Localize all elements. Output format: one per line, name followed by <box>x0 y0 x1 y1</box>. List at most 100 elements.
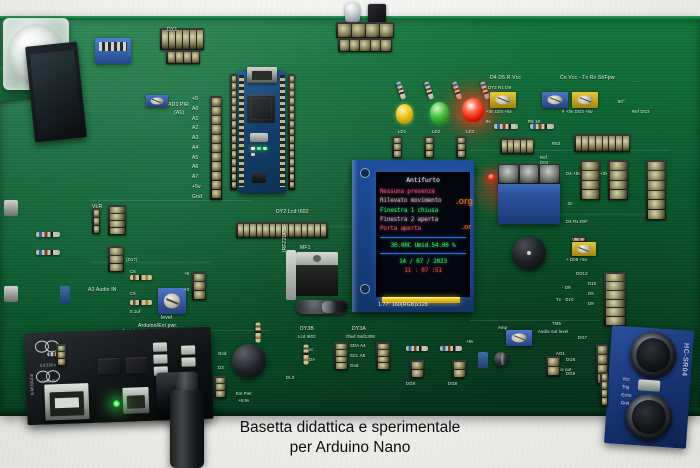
sr04-crystal <box>637 379 661 392</box>
photo-caption: Basetta didattica e sperimentale per Ard… <box>0 418 700 458</box>
nano-socket-right[interactable] <box>288 74 295 190</box>
resistor <box>130 275 152 280</box>
trimpot-level[interactable] <box>158 288 186 314</box>
header-left-pwr[interactable] <box>192 272 206 300</box>
header-top-left[interactable] <box>160 28 204 50</box>
trimpot-blue-1[interactable] <box>542 92 568 108</box>
ir-led <box>345 2 360 22</box>
pcb-trace <box>560 214 660 215</box>
jack-left-2[interactable] <box>4 286 18 302</box>
header-dg8[interactable] <box>452 360 466 378</box>
ultrasonic-transmitter <box>628 330 678 380</box>
lcd-mount-hole <box>360 284 370 294</box>
regulator-chip-1 <box>97 357 120 375</box>
lcd-module: Antifurto Nessuna presenza Rilevato movi… <box>352 160 474 312</box>
sr04-connector[interactable] <box>600 372 608 406</box>
diode-black <box>296 300 348 314</box>
relay-module <box>498 178 560 224</box>
header-right-mini[interactable] <box>572 236 586 242</box>
header-bottom-left[interactable] <box>56 344 66 366</box>
nano-pin-rail-left[interactable] <box>239 75 244 187</box>
jack-left-1[interactable] <box>4 200 18 216</box>
analog-pin-labels: +5 A0 A1 A2 A3 A4 A5 A6 A7 +5v Gnd <box>192 96 203 200</box>
trimpot-yellow-1[interactable] <box>490 92 516 108</box>
lcd-module-label: 1.77" 160(RGB)x128 <box>378 302 428 308</box>
jumper-4[interactable] <box>180 345 196 355</box>
blue-module-top <box>95 38 131 64</box>
resistor <box>36 250 60 255</box>
header-ir-2[interactable] <box>338 38 392 52</box>
header-led-1[interactable] <box>392 136 402 158</box>
lcd-backlight-strip <box>382 297 460 303</box>
header-dg9[interactable] <box>410 360 424 378</box>
header-bottom-left-2[interactable] <box>214 376 226 398</box>
led-yellow <box>396 104 413 124</box>
trimpot-audio-level[interactable] <box>506 330 532 346</box>
lcd-row-window2: Finestra 2 aperta <box>380 215 439 223</box>
trimpot-yellow-3[interactable] <box>572 242 596 256</box>
lcd-divider <box>380 252 466 254</box>
header-dy3a[interactable] <box>376 342 390 370</box>
relay-screw-terminal[interactable] <box>498 164 560 184</box>
pwr-pad-ring <box>45 370 61 383</box>
lcd-temp-humidity: 30.00C Umid.54.00 % <box>390 241 456 249</box>
lcd-date: 14 / 07 / 2023 <box>399 257 447 265</box>
sr04-pin-vcc: Vcc <box>622 376 631 382</box>
resistor <box>36 232 60 237</box>
jumper-2[interactable] <box>153 354 168 364</box>
lcd-row-window1: Finestra 1 chiusa <box>380 206 439 214</box>
header-right-upper-2[interactable] <box>608 160 628 200</box>
header-top-right-2[interactable] <box>500 138 534 154</box>
header-top-right[interactable] <box>574 134 630 152</box>
resistor <box>255 322 261 343</box>
lcd-row-movement: Rilevato movimento <box>380 197 442 205</box>
electrolytic-capacitor <box>494 352 508 366</box>
nano-pin-rail-right[interactable] <box>280 75 285 187</box>
caption-line-2: per Arduino Nano <box>289 438 411 456</box>
analog-pin-header[interactable] <box>210 96 222 200</box>
header-led-3[interactable] <box>456 136 466 158</box>
crystal-oscillator <box>250 133 268 142</box>
jumper-1[interactable] <box>152 342 168 352</box>
pcb-trace <box>470 320 600 321</box>
header-tiny[interactable] <box>92 208 100 234</box>
ir-receiver <box>368 4 386 24</box>
nano-socket-left[interactable] <box>230 74 237 190</box>
jumper-5[interactable] <box>181 357 196 367</box>
header-ir[interactable] <box>336 22 394 38</box>
resistor <box>406 346 428 351</box>
capacitor-blue <box>60 286 70 304</box>
led-green <box>430 102 449 124</box>
watermark-text: .or <box>462 224 471 231</box>
resistor <box>494 124 518 129</box>
pcb-trace <box>470 150 670 151</box>
header-dy2[interactable] <box>236 222 328 238</box>
usb-a-port[interactable] <box>44 383 90 421</box>
trimpot-yellow-2[interactable] <box>572 92 598 108</box>
pcb-bottom-edge <box>0 408 700 416</box>
micro-usb-port[interactable] <box>122 386 150 414</box>
header-left-mid[interactable] <box>108 205 126 235</box>
trimpot-left-top[interactable] <box>146 95 168 107</box>
header-right-upper-3[interactable] <box>646 160 666 220</box>
electrolytic-capacitor-large <box>232 344 266 378</box>
nano-reset-button[interactable] <box>252 173 266 183</box>
lcd-row-presence: Nessuna presenza <box>380 188 435 196</box>
header-dy3b[interactable] <box>334 342 348 370</box>
header-top-left-2[interactable] <box>166 50 200 64</box>
regulator-chip-2 <box>125 356 148 374</box>
header-right-upper[interactable] <box>580 160 600 200</box>
lcd-row-door: Porta aperta <box>380 225 421 233</box>
pcb-trace <box>90 262 210 263</box>
header-led-2[interactable] <box>424 136 434 158</box>
led-power-green <box>112 399 121 408</box>
header-left-mid2[interactable] <box>108 246 124 272</box>
header-audio-out[interactable] <box>546 356 560 376</box>
led-red <box>462 98 484 122</box>
resistor <box>530 124 554 129</box>
lcd-screen[interactable]: Antifurto Nessuna presenza Rilevato movi… <box>376 172 470 297</box>
sr04-pin-trig: Trig <box>621 384 630 390</box>
header-dg12[interactable] <box>604 272 626 326</box>
mini-usb-connector[interactable] <box>247 67 277 83</box>
